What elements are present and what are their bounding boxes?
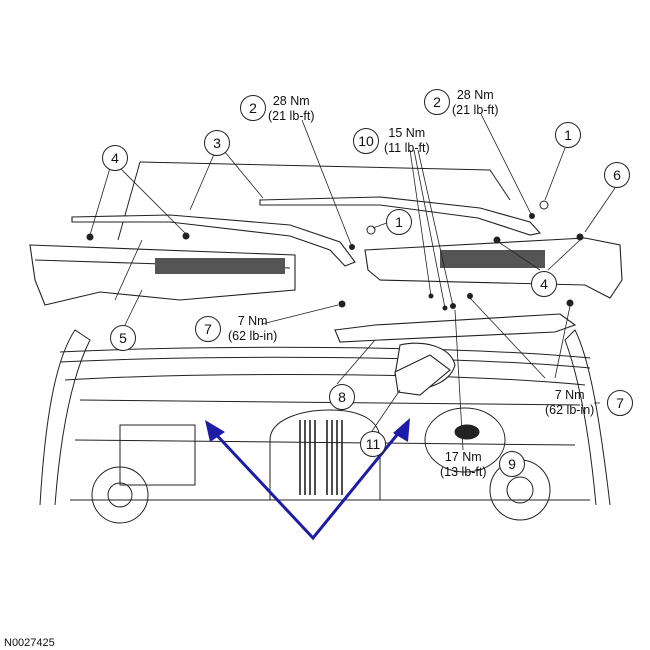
battery <box>119 424 196 486</box>
callout-9: 9 <box>499 451 525 477</box>
right-arrowhead <box>393 418 410 442</box>
windshield-line <box>139 161 511 201</box>
torque-imperial: (62 lb-in) <box>228 329 278 343</box>
callout-1a: 1 <box>386 209 412 235</box>
torque-label-2a: 28 Nm (21 lb-ft) <box>268 94 315 124</box>
torque-imperial: (21 lb-ft) <box>268 109 315 123</box>
torque-metric: 7 Nm <box>554 388 585 402</box>
torque-metric: 17 Nm <box>444 450 482 464</box>
callout-4b: 4 <box>531 271 557 297</box>
callout-7b: 7 <box>607 390 633 416</box>
torque-metric: 7 Nm <box>237 314 268 328</box>
figure-id: N0027425 <box>4 637 55 649</box>
callout-7a: 7 <box>195 316 221 342</box>
cowl-top-edge <box>59 346 591 359</box>
left-cowl-panel <box>29 244 296 306</box>
torque-metric: 28 Nm <box>272 94 310 108</box>
torque-imperial: (21 lb-ft) <box>452 103 499 117</box>
callout-5: 5 <box>110 325 136 351</box>
left-arrowhead <box>205 420 225 442</box>
callout-11: 11 <box>360 431 386 457</box>
wiper-linkage <box>334 313 577 390</box>
reservoir <box>424 407 506 473</box>
callout-2a: 2 <box>240 95 266 121</box>
callout-2b: 2 <box>424 89 450 115</box>
torque-label-7a: 7 Nm (62 lb-in) <box>228 314 277 344</box>
torque-label-7b: 7 Nm (62 lb-in) <box>545 388 594 418</box>
left-strut-tower <box>91 466 149 524</box>
torque-label-9: 17 Nm (13 lb-ft) <box>440 450 487 480</box>
callout-1b: 1 <box>555 122 581 148</box>
torque-imperial: (11 lb-ft) <box>384 141 430 155</box>
torque-metric: 28 Nm <box>456 88 494 102</box>
indicator-arrows <box>208 424 407 541</box>
left-wiper-arm <box>71 214 356 267</box>
callout-8: 8 <box>329 384 355 410</box>
right-cowl-grille <box>440 250 545 268</box>
right-fender-outline <box>564 329 611 506</box>
callout-3: 3 <box>204 130 230 156</box>
torque-label-2b: 28 Nm (21 lb-ft) <box>452 88 499 118</box>
callout-4a: 4 <box>102 145 128 171</box>
engine-cover <box>269 409 381 501</box>
left-fender-outline <box>39 329 91 506</box>
wiper-motor <box>394 354 451 396</box>
callout-10: 10 <box>353 128 379 154</box>
left-cowl-grille <box>155 258 285 274</box>
torque-imperial: (13 lb-ft) <box>440 465 487 479</box>
callout-6: 6 <box>604 162 630 188</box>
torque-metric: 15 Nm <box>388 126 426 140</box>
torque-label-10: 15 Nm (11 lb-ft) <box>384 126 430 156</box>
torque-imperial: (62 lb-in) <box>545 403 595 417</box>
